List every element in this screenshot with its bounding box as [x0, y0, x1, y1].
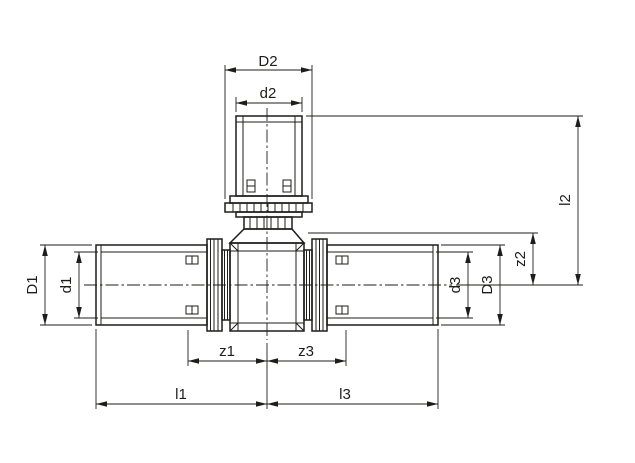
top-sleeve-inspection-windows [246, 179, 292, 193]
dim-label-l3: l3 [339, 386, 351, 403]
dimension-l3: l3 [267, 329, 439, 409]
top-sleeve-inner-lines [236, 116, 302, 196]
extension-lines-D3 [441, 244, 505, 326]
extension-lines-D2 [224, 65, 313, 199]
dim-label-D2: D2 [258, 53, 277, 70]
dim-label-l1: l1 [175, 386, 187, 403]
dimension-d2: d2 [235, 85, 303, 112]
top-press-sleeve [235, 115, 303, 197]
tee-body-details [229, 242, 305, 332]
dimension-D1: D1 [24, 244, 92, 326]
right-profile-neck [303, 249, 313, 321]
right-collar-knurling [315, 239, 324, 331]
dim-label-z2: z2 [512, 251, 529, 267]
left-profile-neck [221, 249, 231, 321]
dim-label-l2: l2 [557, 194, 574, 206]
top-sleeve-flange [229, 195, 309, 204]
dimension-reference-lines [266, 284, 583, 409]
left-sleeve-inspection-windows [185, 255, 199, 315]
right-sleeve-inner-lines [327, 245, 434, 325]
dim-label-z1: z1 [219, 343, 235, 360]
dimension-z2: z2 [308, 232, 538, 285]
extension-lines-D1 [40, 244, 92, 326]
dimension-D2: D2 [224, 53, 313, 199]
dim-label-D1: D1 [24, 275, 41, 294]
dim-label-D3: D3 [479, 275, 496, 294]
top-neck-ribs [249, 217, 286, 229]
dimension-D3: D3 [441, 244, 505, 326]
dimension-d3: d3 [436, 251, 473, 319]
dimension-l1: l1 [95, 329, 267, 409]
dim-label-z3: z3 [298, 343, 314, 360]
dim-label-d1: d1 [58, 277, 75, 294]
dimension-z1: z1 [187, 330, 267, 366]
left-sleeve-inner-lines [100, 245, 207, 325]
dimension-d1: d1 [58, 251, 98, 319]
right-sleeve-inspection-windows [335, 255, 349, 315]
centerlines [84, 108, 452, 340]
dimension-l2: l2 [306, 115, 583, 285]
left-collar-knurling [210, 239, 219, 331]
top-collar-knurling [232, 203, 304, 212]
fitting-top-branch [224, 115, 313, 244]
dimension-z3: z3 [267, 330, 347, 366]
dim-label-d3: d3 [447, 277, 464, 294]
dim-label-d2: d2 [260, 85, 277, 102]
fitting-left-branch [95, 238, 231, 332]
right-neck-ribs [306, 250, 310, 320]
fitting-right-branch [303, 238, 439, 332]
left-neck-ribs [224, 250, 228, 320]
